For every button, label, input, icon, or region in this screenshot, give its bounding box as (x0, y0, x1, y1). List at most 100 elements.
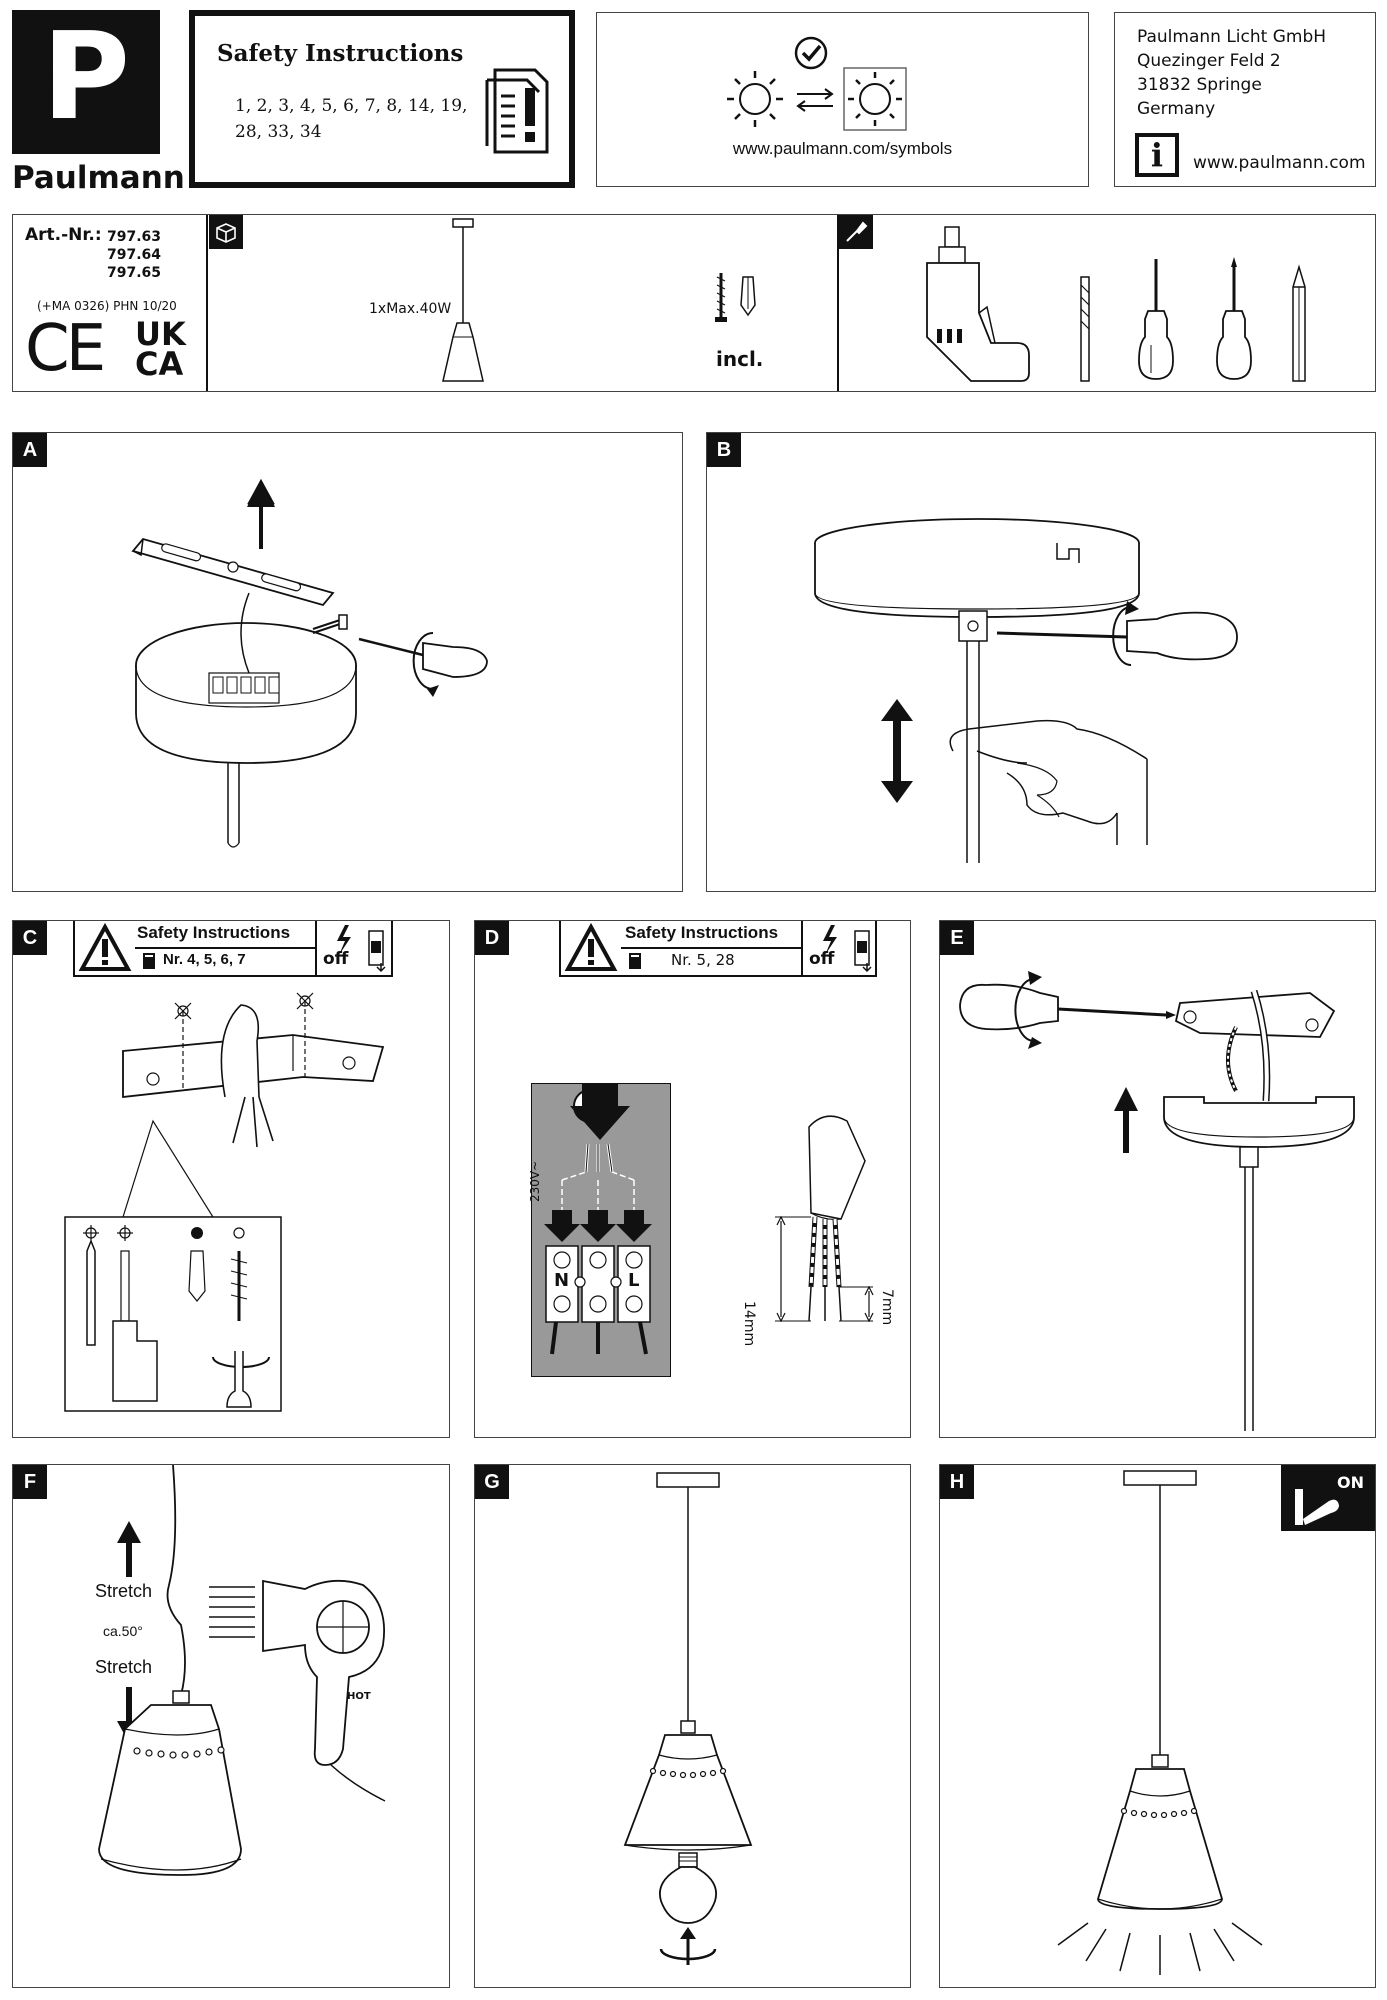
terminal-l-label: L (628, 1270, 640, 1291)
safety-title: Safety Instructions (217, 40, 464, 67)
panel-e: E (939, 920, 1376, 1438)
panel-c-banner-divider (315, 921, 317, 975)
panel-h-label: H (940, 1465, 974, 1499)
article-number-2: 797.64 (107, 247, 162, 263)
article-label: Art.-Nr.: (25, 225, 102, 245)
sun-icon-left (727, 71, 783, 127)
panel-d-banner-divider (801, 921, 803, 975)
terminal-n-label: N (554, 1270, 570, 1291)
article-divider-2 (837, 215, 839, 391)
included-label: incl. (716, 347, 764, 371)
on-label: ON (1337, 1473, 1364, 1492)
panel-b-illustration (814, 518, 1238, 863)
panel-f-illustration (98, 1464, 386, 1876)
info-icon: i (1135, 133, 1179, 177)
company-street: Quezinger Feld 2 (1137, 51, 1281, 71)
panel-c-safety-numbers: Nr. 4, 5, 6, 7 (163, 951, 246, 968)
panel-d-power-off-icon (823, 925, 872, 973)
stretch-top-label: Stretch (95, 1581, 153, 1601)
article-divider-1 (206, 215, 208, 391)
symbols-url[interactable]: www.paulmann.com/symbols (732, 139, 953, 158)
company-website[interactable]: www.paulmann.com (1193, 153, 1366, 173)
sun-in-square-icon (843, 67, 907, 131)
strip-length-short: 7mm (879, 1289, 895, 1326)
panel-c-illustration (64, 992, 385, 1412)
symbols-box: www.paulmann.com/symbols (596, 12, 1089, 187)
paulmann-logo: P Paulmann (12, 10, 185, 196)
panel-d-safety-banner: Safety Instructions Nr. 5, 28 off (559, 921, 877, 977)
safety-instructions-box: Safety Instructions 1, 2, 3, 4, 5, 6, 7,… (189, 10, 575, 188)
safety-numbers-line2: 28, 33, 34 (235, 122, 322, 142)
package-icon-badge (209, 215, 243, 249)
warning-triangle-icon (78, 922, 132, 971)
box-icon (216, 223, 236, 243)
wiring-diagram-graphic (544, 1084, 652, 1355)
ukca-line1: UK (135, 315, 186, 353)
panel-d-safety-numbers: Nr. 5, 28 (671, 951, 735, 969)
brand-name: Paulmann (12, 160, 185, 196)
safety-numbers-line1: 1, 2, 3, 4, 5, 6, 7, 8, 14, 19, (235, 96, 468, 116)
panel-c-label: C (13, 921, 47, 955)
pencil-icon (1292, 264, 1306, 382)
article-number-1: 797.63 (107, 229, 162, 245)
swap-arrows-icon (796, 88, 834, 112)
ukca-line2: CA (135, 345, 184, 383)
panel-h: H ON (939, 1464, 1376, 1988)
company-city: 31832 Springe (1137, 75, 1262, 95)
panel-h-illustration (1057, 1470, 1263, 1975)
document-warning-icon (485, 68, 549, 154)
company-country: Germany (1137, 99, 1216, 119)
phillips-screwdriver-icon (1216, 257, 1252, 380)
panel-d: D Safety Instructions Nr. 5, 28 off (474, 920, 911, 1438)
screw-and-dowel-icon (715, 273, 756, 322)
info-glyph: i (1150, 136, 1164, 174)
article-row: Art.-Nr.: 797.63 797.64 797.65 (+MA 0326… (12, 214, 1376, 392)
drill-bit-icon (1080, 276, 1090, 382)
panel-e-illustration (959, 971, 1355, 1431)
panel-b: B (706, 432, 1376, 892)
logo-letter: P (42, 8, 130, 147)
wattage-label: 1xMax.40W (369, 301, 452, 317)
pendant-lamp-icon (442, 218, 484, 382)
panel-c-safety-banner: Safety Instructions Nr. 4, 5, 6, 7 off (73, 921, 393, 977)
switch-on-icon (1295, 1489, 1339, 1525)
panel-a-label: A (13, 433, 47, 467)
checkmark-icon (794, 36, 828, 70)
panel-e-label: E (940, 921, 974, 955)
strip-length-long: 14mm (741, 1301, 757, 1347)
flat-screwdriver-icon (1138, 259, 1174, 380)
address-box: Paulmann Licht GmbH Quezinger Feld 2 318… (1114, 12, 1376, 187)
warning-triangle-icon (564, 922, 618, 971)
angle-label: ca.50° (103, 1623, 143, 1639)
panel-c-power-off-icon (337, 925, 386, 973)
stretch-bottom-label: Stretch (95, 1657, 153, 1677)
logo-mark: P (12, 10, 160, 154)
panel-d-off-label: off (809, 949, 835, 969)
tools-icon-badge (839, 215, 873, 249)
panel-d-manual-icon (629, 953, 641, 969)
panel-c-banner-divider-h (135, 947, 315, 949)
stripped-cable-illustration (775, 1115, 874, 1323)
panel-g-label: G (475, 1465, 509, 1499)
ce-mark: CE (25, 312, 106, 386)
drill-icon (926, 226, 1030, 382)
panel-a: A (12, 432, 683, 892)
panel-g: G (474, 1464, 911, 1988)
panel-d-label: D (475, 921, 509, 955)
panel-c-manual-icon (143, 953, 155, 969)
ukca-mark: UK CA (135, 315, 186, 383)
hot-label: HOT (347, 1691, 371, 1702)
panel-c-off-label: off (323, 949, 349, 969)
panel-b-label: B (707, 433, 741, 467)
panel-c: C Safety Instructions Nr. 4, 5, 6, 7 off (12, 920, 450, 1438)
panel-f: F Stretch ca.50° Stretch HOT (12, 1464, 450, 1988)
wiring-diagram: N L 230V~ (528, 1083, 671, 1377)
company-name: Paulmann Licht GmbH (1137, 27, 1327, 47)
panel-c-safety-title: Safety Instructions (137, 923, 291, 942)
article-meta: (+MA 0326) PHN 10/20 (37, 299, 177, 313)
panel-f-label: F (13, 1465, 47, 1499)
panel-d-banner-divider-h (621, 947, 801, 949)
power-on-badge: ON (1281, 1465, 1375, 1531)
screwdriver-badge-icon (846, 221, 868, 242)
panel-a-illustration (131, 478, 488, 848)
